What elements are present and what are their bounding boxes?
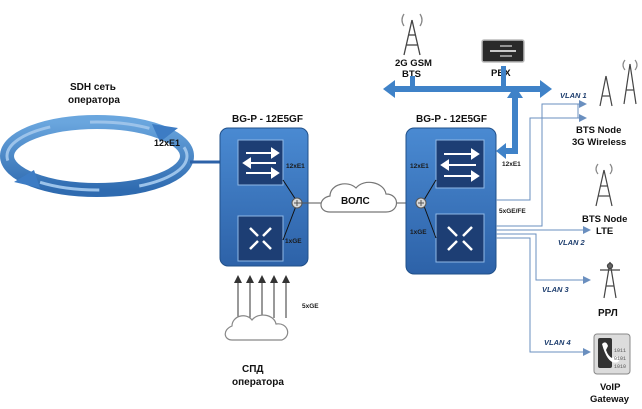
right-device-title: BG-P - 12E5GF bbox=[416, 114, 487, 125]
top-bus-arrow bbox=[383, 66, 552, 98]
right-port-fe: 5xGE/FE bbox=[499, 208, 526, 215]
right-port-e1: 12xE1 bbox=[410, 163, 429, 170]
pbx-icon bbox=[481, 39, 525, 63]
rrl-tower-icon bbox=[600, 261, 620, 299]
pbx-link-label: 12xE1 bbox=[502, 161, 521, 168]
gsm-tower-icon bbox=[401, 13, 423, 56]
spd-label-1: СПД bbox=[242, 364, 264, 375]
bts-lte-label-1: BTS Node bbox=[582, 214, 627, 225]
voip-gateway-icon: 1011 0101 1010 bbox=[593, 333, 631, 375]
left-device bbox=[219, 127, 309, 267]
sdh-label-1: SDH сеть bbox=[70, 82, 116, 93]
vlan-links bbox=[496, 100, 591, 356]
voip-label-2: Gateway bbox=[590, 394, 630, 405]
right-port-ge: 1xGE bbox=[410, 229, 427, 236]
sdh-label-2: оператора bbox=[68, 95, 120, 106]
svg-text:1010: 1010 bbox=[614, 364, 626, 370]
router-module-icon bbox=[237, 215, 284, 262]
svg-text:1011: 1011 bbox=[614, 348, 626, 354]
left-uplinks bbox=[234, 275, 290, 318]
voip-label-1: VoIP bbox=[600, 382, 621, 393]
svg-text:0101: 0101 bbox=[614, 356, 626, 362]
left-port-e1: 12xE1 bbox=[286, 163, 305, 170]
router-module-icon bbox=[435, 213, 485, 263]
right-device bbox=[405, 127, 497, 275]
spd-cloud-icon bbox=[224, 314, 289, 341]
left-uplinks-label: 5xGE bbox=[302, 303, 319, 310]
vlan-2-label: VLAN 2 bbox=[558, 238, 586, 247]
bts-lte-tower-icon bbox=[595, 163, 613, 207]
rrl-label: РРЛ bbox=[598, 308, 618, 319]
fiber-cloud-icon bbox=[320, 181, 398, 213]
bts-3g-tower-icon bbox=[599, 59, 638, 107]
gsm-label-1: 2G GSM bbox=[395, 58, 432, 69]
bts-3g-label-2: 3G Wireless bbox=[572, 137, 626, 148]
bts-3g-label-1: BTS Node bbox=[576, 125, 621, 136]
sdh-ring bbox=[0, 115, 194, 197]
left-port-ge: 1xGE bbox=[285, 238, 302, 245]
gsm-label-2: BTS bbox=[402, 69, 421, 80]
vlan-1-label: VLAN 1 bbox=[560, 91, 587, 100]
pbx-downlink bbox=[496, 86, 523, 159]
spd-label-2: оператора bbox=[232, 377, 284, 388]
left-device-title: BG-P - 12E5GF bbox=[232, 114, 303, 125]
bts-lte-label-2: LTE bbox=[596, 226, 613, 237]
sdh-link-label: 12xE1 bbox=[154, 138, 180, 148]
vlan-4-label: VLAN 4 bbox=[544, 338, 572, 347]
vlan-3-label: VLAN 3 bbox=[542, 285, 570, 294]
fiber-label: ВОЛС bbox=[341, 196, 370, 207]
